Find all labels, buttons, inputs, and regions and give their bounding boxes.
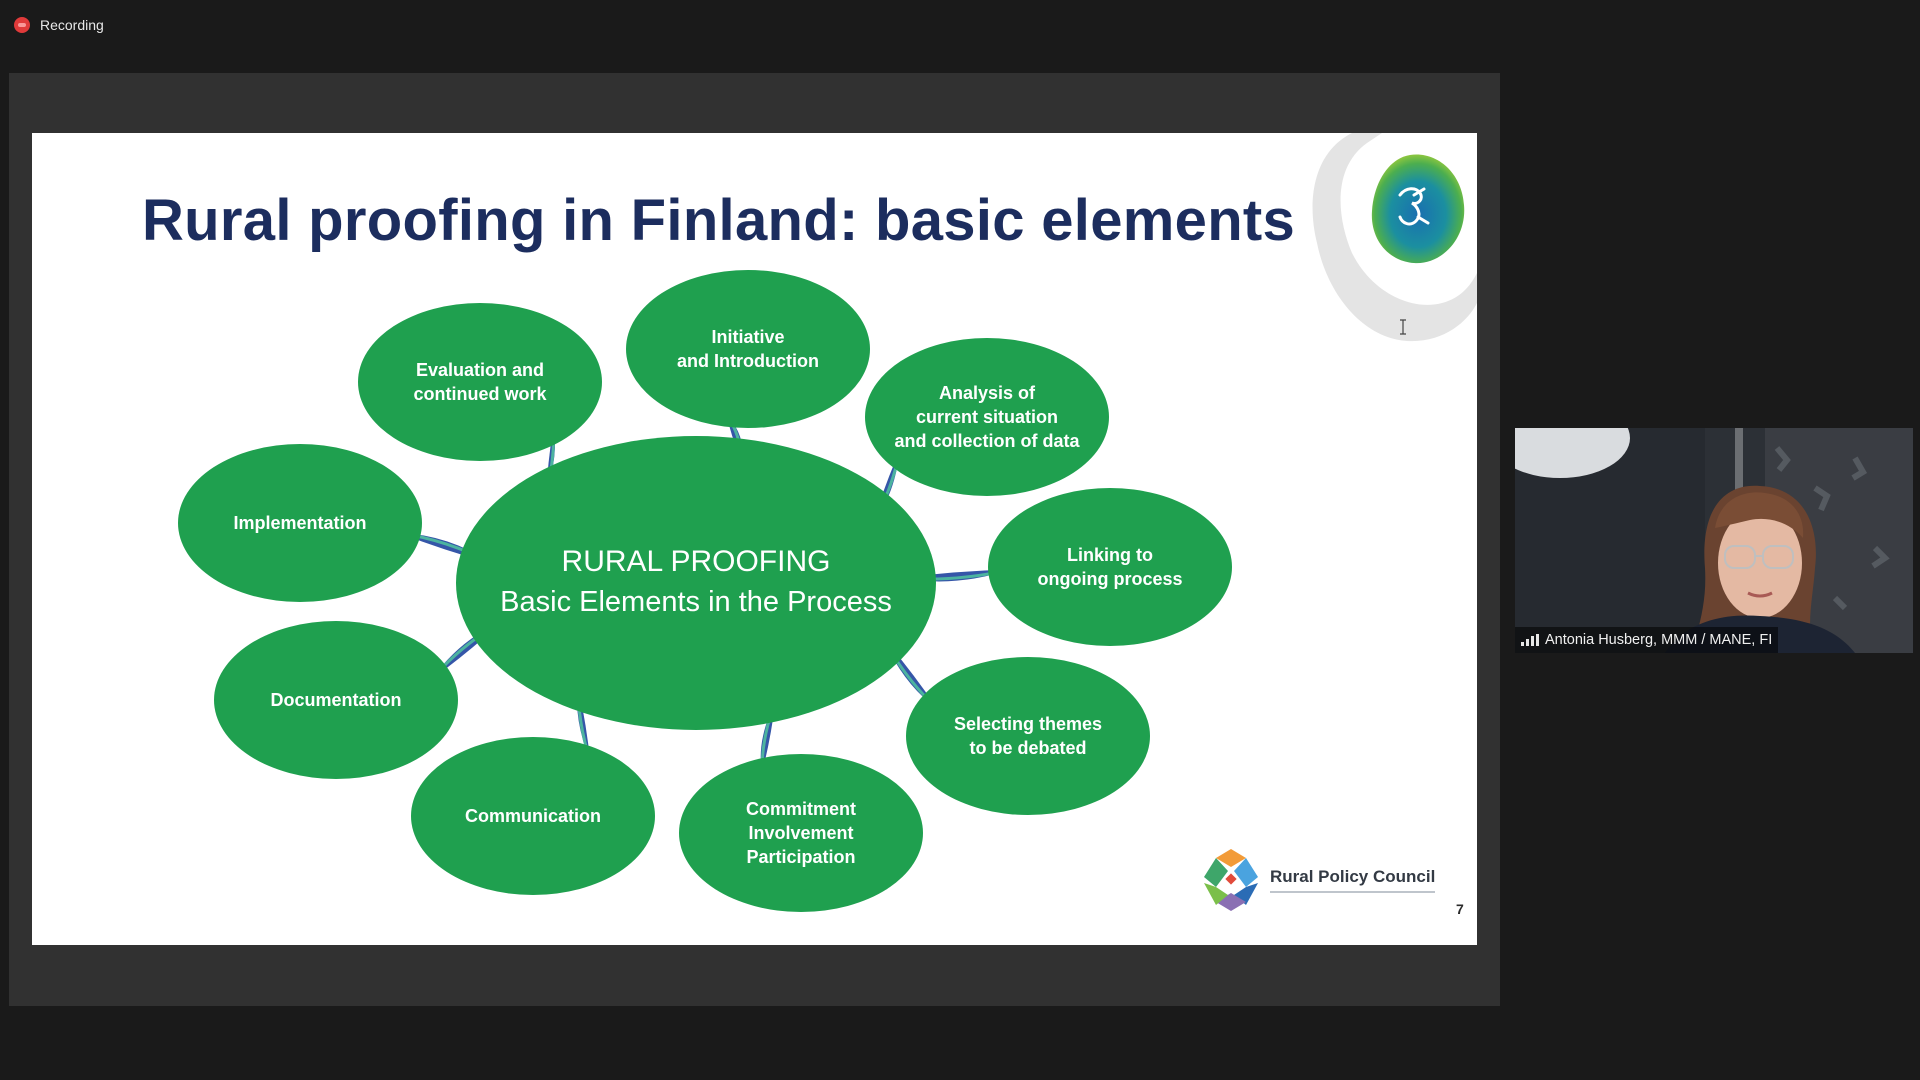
participant-name-label: Antonia Husberg, MMM / MANE, FI [1515, 627, 1779, 653]
center-subtitle: Basic Elements in the Process [500, 586, 892, 618]
recording-label: Recording [40, 17, 104, 33]
node-ellipse-implementation [178, 444, 422, 602]
participant-video-tile[interactable]: Antonia Husberg, MMM / MANE, FI [1515, 428, 1913, 653]
node-label-documentation: Documentation [270, 690, 401, 710]
node-initiative: Initiative and Introduction [626, 270, 870, 428]
node-ellipse-initiative [626, 270, 870, 428]
node-label-commitment: Participation [746, 847, 855, 867]
node-ellipse-evaluation [358, 303, 602, 461]
node-ellipse-linking [988, 488, 1232, 646]
node-evaluation: Evaluation and continued work [358, 303, 602, 461]
rural-policy-council-logo: Rural Policy Council [1202, 847, 1436, 913]
node-ellipse-analysis [865, 338, 1109, 496]
node-implementation: Implementation [178, 444, 422, 602]
node-ellipse-commitment [679, 754, 923, 912]
participant-video-feed [1515, 428, 1913, 653]
node-label-linking: Linking to [1067, 545, 1153, 565]
center-title: RURAL PROOFING [562, 545, 831, 578]
center-ellipse [456, 436, 936, 730]
node-label-communication: Communication [465, 806, 601, 826]
signal-bars-icon [1521, 634, 1539, 646]
node-communication: Communication [411, 737, 655, 895]
government-emblem-icon [1312, 133, 1477, 342]
node-analysis: Analysis of current situation and collecti… [865, 338, 1109, 496]
node-label-analysis: and collection of data [894, 431, 1080, 451]
participant-name: Antonia Husberg, MMM / MANE, FI [1545, 632, 1773, 648]
node-ellipse-communication [411, 737, 655, 895]
node-label-commitment: Commitment [746, 799, 856, 819]
node-label-evaluation: Evaluation and [416, 360, 544, 380]
node-label-initiative: and Introduction [677, 351, 819, 371]
text-cursor-icon [1400, 319, 1406, 335]
node-label-selecting-themes: Selecting themes [954, 714, 1102, 734]
node-label-implementation: Implementation [233, 513, 366, 533]
node-label-commitment: Involvement [748, 823, 853, 843]
node-ellipse-documentation [214, 621, 458, 779]
node-selecting-themes: Selecting themes to be debated [906, 657, 1150, 815]
recording-indicator[interactable]: Recording [14, 14, 104, 36]
node-label-evaluation: continued work [413, 384, 547, 404]
node-label-linking: ongoing process [1037, 569, 1182, 589]
rpc-logo-text: Rural Policy Council [1270, 867, 1436, 893]
node-ellipse-selecting-themes [906, 657, 1150, 815]
node-label-analysis: Analysis of [939, 383, 1036, 403]
node-label-selecting-themes: to be debated [969, 738, 1086, 758]
node-documentation: Documentation [214, 621, 458, 779]
slide-page-number: 7 [1456, 901, 1464, 917]
recording-dot-icon [14, 17, 30, 33]
node-linking: Linking to ongoing process [988, 488, 1232, 646]
slide-title: Rural proofing in Finland: basic element… [142, 188, 1296, 253]
presentation-slide: Rural proofing in Finland: basic element… [32, 133, 1477, 945]
node-label-initiative: Initiative [711, 327, 784, 347]
node-label-analysis: current situation [916, 407, 1058, 427]
rpc-hexagon-icon [1204, 849, 1258, 911]
center-node: RURAL PROOFING Basic Elements in the Pro… [456, 436, 936, 730]
